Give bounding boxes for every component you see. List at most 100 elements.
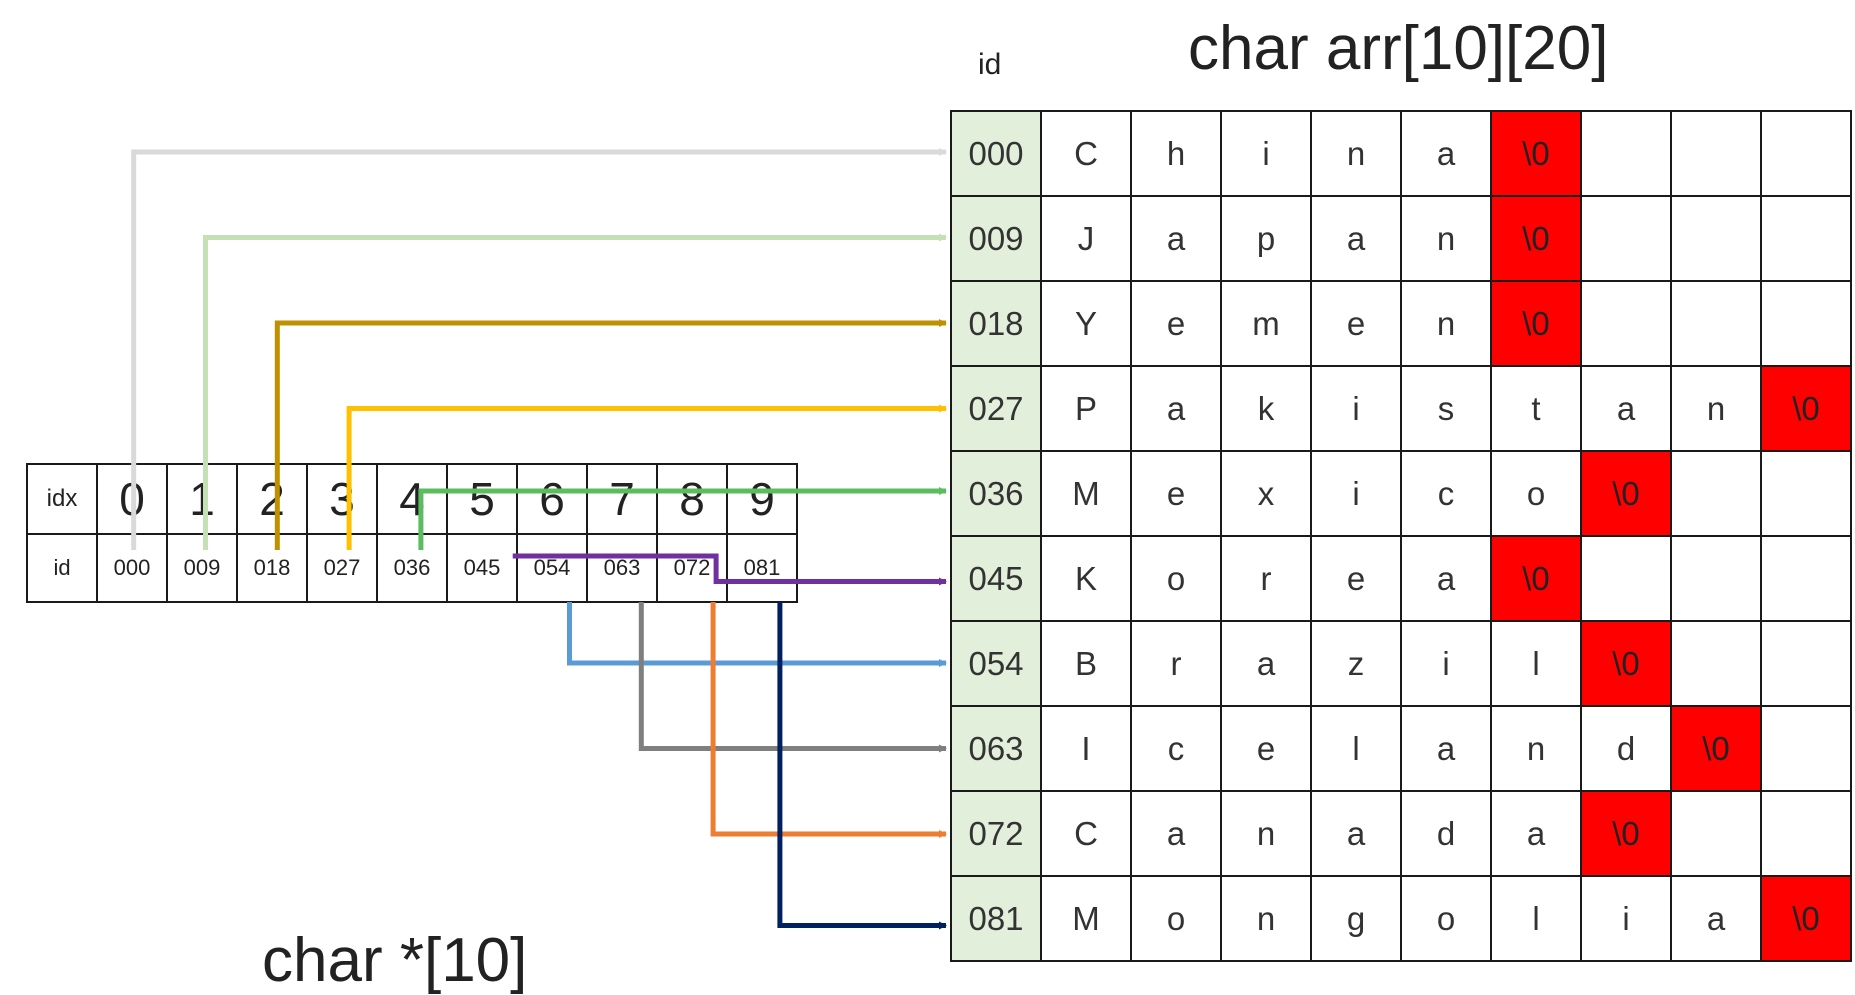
char-cell xyxy=(1670,195,1762,282)
char-cell: a xyxy=(1130,790,1222,877)
char-cell: d xyxy=(1580,705,1672,792)
char-cell: c xyxy=(1130,705,1222,792)
char-cell xyxy=(1760,280,1852,367)
null-terminator-cell: \0 xyxy=(1670,705,1762,792)
char-cell xyxy=(1580,110,1672,197)
idx-cell: 5 xyxy=(446,463,518,535)
idx-cell: 1 xyxy=(166,463,238,535)
char-cell: n xyxy=(1670,365,1762,452)
char-cell xyxy=(1670,280,1762,367)
char-cell: C xyxy=(1040,790,1132,877)
id-cell: 054 xyxy=(516,533,588,603)
idx-cell: 4 xyxy=(376,463,448,535)
char-cell: o xyxy=(1400,875,1492,962)
pointer-arrow-8 xyxy=(710,602,947,838)
char-cell: n xyxy=(1400,195,1492,282)
char-cell: J xyxy=(1040,195,1132,282)
id-cell: 036 xyxy=(376,533,448,603)
char-cell: o xyxy=(1490,450,1582,537)
id-row: id 000 009 018 027 036 045 054 063 072 0… xyxy=(26,533,798,603)
idx-cell: 7 xyxy=(586,463,658,535)
char-cell: I xyxy=(1040,705,1132,792)
char-cell: d xyxy=(1400,790,1492,877)
char-cell: m xyxy=(1220,280,1312,367)
pointer-arrow-7 xyxy=(638,602,947,753)
char-cell: c xyxy=(1400,450,1492,537)
char-cell: M xyxy=(1040,875,1132,962)
char-cell: a xyxy=(1580,365,1672,452)
char-cell: a xyxy=(1310,790,1402,877)
char-cell: a xyxy=(1220,620,1312,707)
char-cell: n xyxy=(1220,875,1312,962)
char-cell: e xyxy=(1130,280,1222,367)
char-cell xyxy=(1580,535,1672,622)
char-cell: e xyxy=(1310,280,1402,367)
row-id-cell: 081 xyxy=(950,875,1042,962)
idx-cell: 6 xyxy=(516,463,588,535)
char-cell: r xyxy=(1130,620,1222,707)
idx-cell: 9 xyxy=(726,463,798,535)
char-cell: i xyxy=(1310,365,1402,452)
char-cell: a xyxy=(1310,195,1402,282)
id-cell: 000 xyxy=(96,533,168,603)
char-cell: l xyxy=(1310,705,1402,792)
char-cell: a xyxy=(1400,110,1492,197)
pointer-array-title: char *[10] xyxy=(262,926,528,995)
char-cell: a xyxy=(1490,790,1582,877)
char-cell xyxy=(1760,535,1852,622)
null-terminator-cell: \0 xyxy=(1580,450,1672,537)
pointer-array-table: idx 0 1 2 3 4 5 6 7 8 9 id 000 009 018 0… xyxy=(26,463,798,603)
null-terminator-cell: \0 xyxy=(1490,280,1582,367)
char-cell: a xyxy=(1670,875,1762,962)
null-terminator-cell: \0 xyxy=(1490,110,1582,197)
char-cell xyxy=(1760,705,1852,792)
char-cell: a xyxy=(1400,705,1492,792)
row-id-cell: 027 xyxy=(950,365,1042,452)
char-cell xyxy=(1670,790,1762,877)
id-header: id xyxy=(26,533,98,603)
char-cell: z xyxy=(1310,620,1402,707)
char-cell xyxy=(1580,280,1672,367)
char-cell: K xyxy=(1040,535,1132,622)
char-cell: x xyxy=(1220,450,1312,537)
char-cell: l xyxy=(1490,620,1582,707)
char-cell: k xyxy=(1220,365,1312,452)
char-cell: P xyxy=(1040,365,1132,452)
char-cell: n xyxy=(1220,790,1312,877)
row-id-cell: 072 xyxy=(950,790,1042,877)
char-cell xyxy=(1670,110,1762,197)
char-cell: Y xyxy=(1040,280,1132,367)
row-id-cell: 063 xyxy=(950,705,1042,792)
id-cell: 081 xyxy=(726,533,798,603)
char-cell: t xyxy=(1490,365,1582,452)
char-cell: i xyxy=(1580,875,1672,962)
char-cell: g xyxy=(1310,875,1402,962)
idx-header: idx xyxy=(26,463,98,535)
idx-cell: 2 xyxy=(236,463,308,535)
char-cell: r xyxy=(1220,535,1312,622)
idx-cell: 0 xyxy=(96,463,168,535)
id-cell: 009 xyxy=(166,533,238,603)
pointer-arrow-9 xyxy=(777,602,947,930)
char-cell: e xyxy=(1130,450,1222,537)
idx-row: idx 0 1 2 3 4 5 6 7 8 9 xyxy=(26,463,798,535)
id-cell: 063 xyxy=(586,533,658,603)
null-terminator-cell: \0 xyxy=(1490,535,1582,622)
array-title: char arr[10][20] xyxy=(1188,14,1609,83)
id-cell: 072 xyxy=(656,533,728,603)
null-terminator-cell: \0 xyxy=(1490,195,1582,282)
row-id-cell: 045 xyxy=(950,535,1042,622)
null-terminator-cell: \0 xyxy=(1760,365,1852,452)
char-cell: i xyxy=(1310,450,1402,537)
char-cell: s xyxy=(1400,365,1492,452)
char-cell: i xyxy=(1400,620,1492,707)
null-terminator-cell: \0 xyxy=(1760,875,1852,962)
row-id-cell: 009 xyxy=(950,195,1042,282)
